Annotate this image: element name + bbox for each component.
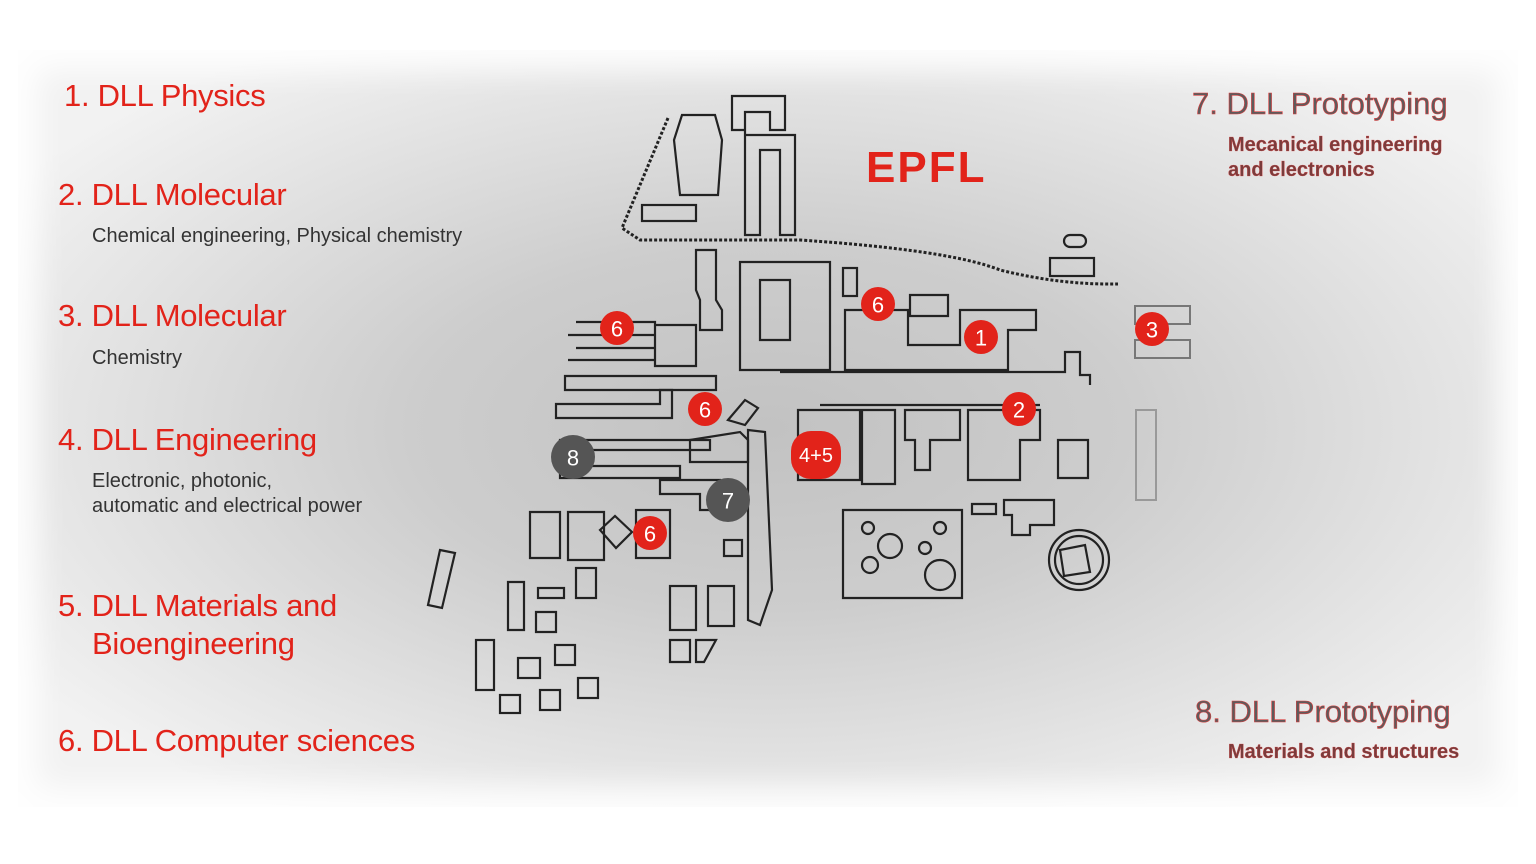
marker-8[interactable]: 8 xyxy=(551,435,595,479)
marker-7[interactable]: 7 xyxy=(706,478,750,522)
marker-6[interactable]: 6 xyxy=(688,392,722,426)
svg-text:1: 1 xyxy=(975,326,987,351)
legend-title-4: 4. DLL Engineering xyxy=(58,422,317,457)
legend-title-3: 3. DLL Molecular xyxy=(58,298,287,333)
svg-text:6: 6 xyxy=(699,398,711,423)
marker-6[interactable]: 6 xyxy=(600,311,634,345)
marker-1[interactable]: 1 xyxy=(964,320,998,354)
svg-text:3: 3 xyxy=(1146,318,1158,343)
svg-text:6: 6 xyxy=(644,522,656,547)
building-outlines xyxy=(426,94,1191,715)
legend-subtitle-2: Chemical engineering, Physical chemistry xyxy=(92,225,463,247)
svg-text:6: 6 xyxy=(872,293,884,318)
svg-text:8: 8 xyxy=(567,446,579,471)
marker-3[interactable]: 3 xyxy=(1135,312,1169,346)
legend-subtitle-3: Chemistry xyxy=(92,347,183,369)
svg-text:7: 7 xyxy=(722,489,734,514)
legend-title-6: 6. DLL Computer sciences xyxy=(58,723,415,758)
map-markers: 1 2 3 4+5 6 6 6 6 7 8 xyxy=(551,287,1169,550)
epfl-logo: EPFL xyxy=(866,143,987,192)
legend-subtitle-8: Materials and structures xyxy=(1228,741,1460,763)
legend-subtitle-4a: Electronic, photonic, xyxy=(92,470,273,492)
legend-subtitle-7b: and electronics xyxy=(1228,159,1375,181)
legend-title-7: 7. DLL Prototyping xyxy=(1192,86,1448,122)
legend-title-5b: Bioengineering xyxy=(92,626,295,661)
legend-title-8: 8. DLL Prototyping xyxy=(1195,694,1451,730)
legend-subtitle-4b: automatic and electrical power xyxy=(92,495,363,517)
legend-title-1: 1. DLL Physics xyxy=(64,78,266,113)
svg-text:4+5: 4+5 xyxy=(799,445,833,467)
legend-subtitle-7a: Mecanical engineering xyxy=(1228,134,1443,156)
marker-2[interactable]: 2 xyxy=(1002,392,1036,426)
legend-title-2: 2. DLL Molecular xyxy=(58,177,287,212)
marker-4-5[interactable]: 4+5 xyxy=(791,431,841,479)
svg-text:6: 6 xyxy=(611,317,623,342)
legend-title-5a: 5. DLL Materials and xyxy=(58,588,337,623)
svg-text:2: 2 xyxy=(1013,398,1025,423)
map-background xyxy=(18,50,1518,807)
marker-6[interactable]: 6 xyxy=(861,287,895,321)
marker-6[interactable]: 6 xyxy=(633,516,667,550)
